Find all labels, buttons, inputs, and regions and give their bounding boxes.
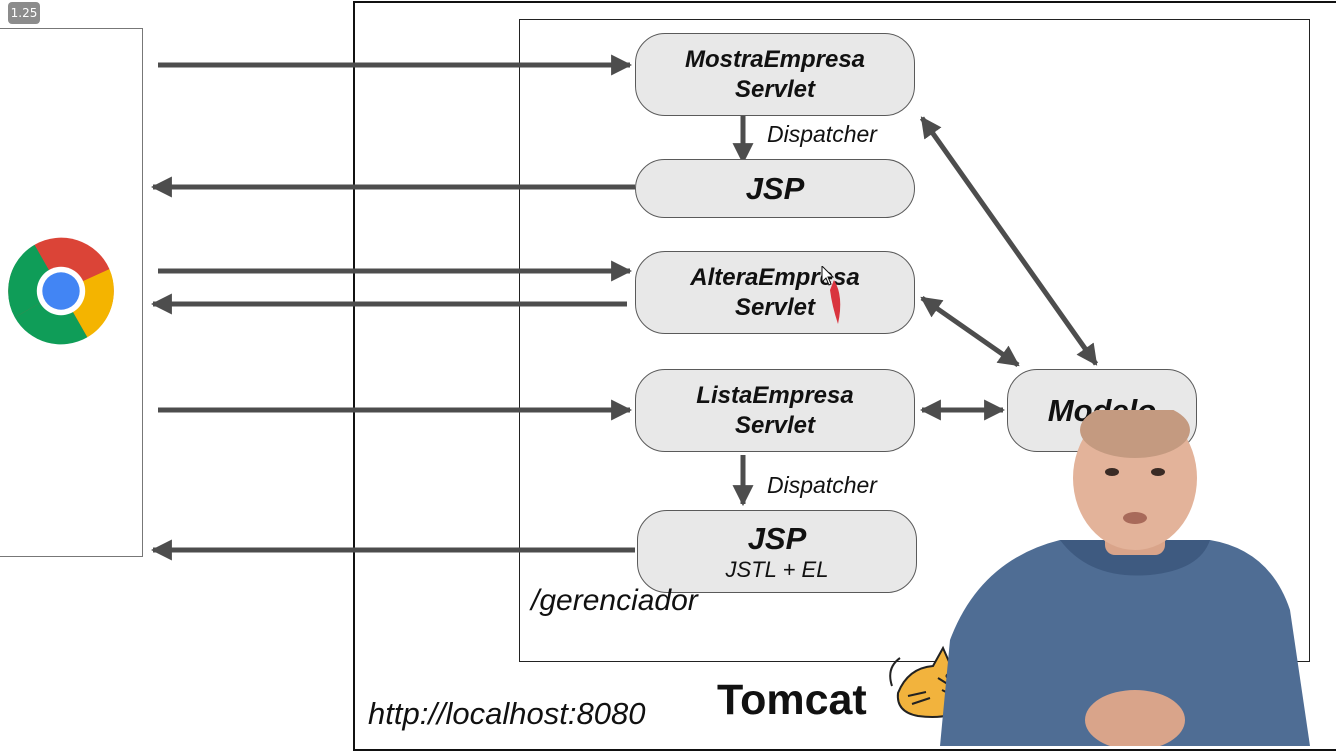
jsp-view-1: JSP	[635, 159, 915, 218]
tomcat-title: Tomcat	[717, 676, 867, 724]
dispatcher-label-top: Dispatcher	[767, 121, 877, 147]
webapp-context-frame	[519, 19, 1310, 662]
presenter-video-overlay	[940, 410, 1310, 746]
jsp-view-2: JSP JSTL + EL	[637, 510, 917, 593]
playback-speed-badge[interactable]: 1.25	[8, 2, 40, 24]
dispatcher-label-bottom: Dispatcher	[767, 472, 877, 498]
lista-empresa-servlet: ListaEmpresa Servlet	[635, 369, 915, 452]
context-path-label: /gerenciador	[531, 584, 698, 617]
mostra-empresa-servlet: MostraEmpresa Servlet	[635, 33, 915, 116]
mouse-cursor-icon	[821, 266, 841, 324]
altera-empresa-servlet: AlteraEmpresa Servlet	[635, 251, 915, 334]
server-url-label: http://localhost:8080	[368, 696, 646, 731]
chrome-logo-icon	[8, 237, 114, 345]
